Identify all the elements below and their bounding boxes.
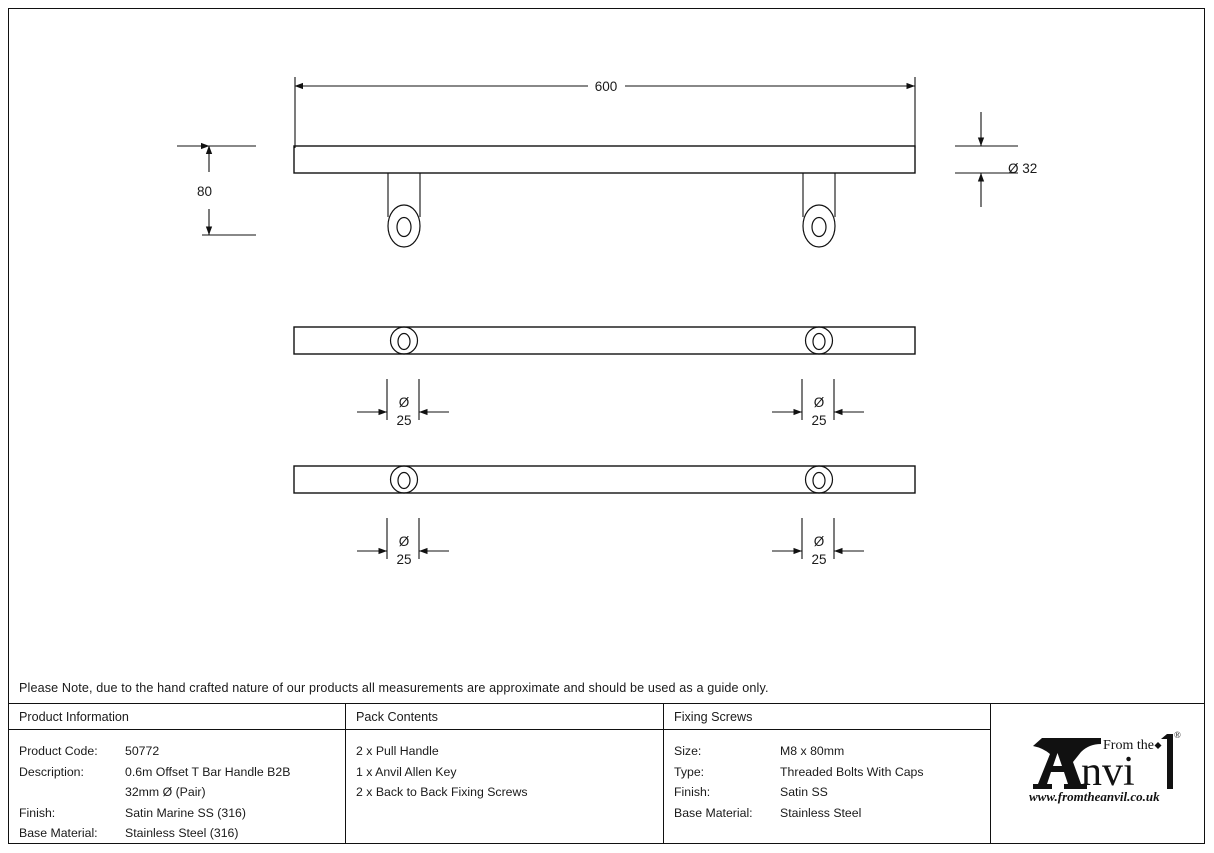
page-border: [8, 8, 1205, 844]
row-key: Finish:: [674, 785, 711, 799]
row-value: 32mm Ø (Pair): [125, 785, 206, 799]
measurement-note-bar: Please Note, due to the hand crafted nat…: [9, 672, 1204, 704]
column-body-fixing-screws: Size: M8 x 80mm Type: Threaded Bolts Wit…: [664, 730, 990, 823]
row-key: Product Code:: [19, 744, 98, 758]
table-column-product-information: Product Information Product Code: 50772 …: [9, 704, 346, 843]
logo-url: www.fromtheanvil.co.uk: [1029, 789, 1160, 804]
row-key: Base Material:: [674, 805, 753, 820]
row-key: Description:: [19, 764, 84, 779]
row-key: Base Material:: [19, 826, 98, 840]
table-row-continuation: 32mm Ø (Pair): [19, 782, 345, 803]
row-key: Type:: [674, 764, 705, 779]
dim-label-rose-symbol-2: Ø: [814, 395, 825, 410]
dim-label-bar-diameter: Ø 32: [1008, 161, 1037, 176]
logo-wordmark: nvi: [1081, 749, 1135, 795]
dim-label-length: 600: [595, 79, 618, 94]
row-value: Stainless Steel (316): [125, 826, 239, 840]
dim-label-rose-symbol-1: Ø: [399, 395, 410, 410]
dim-label-rose-symbol-3: Ø: [399, 534, 410, 549]
column-header-product-information: Product Information: [9, 704, 345, 730]
logo-registered-mark: ®: [1174, 730, 1181, 740]
logo-tagline: From the: [1103, 738, 1154, 753]
dim-label-rose-value-2: 25: [811, 413, 826, 428]
list-item: 2 x Back to Back Fixing Screws: [356, 785, 528, 799]
row-value: M8 x 80mm: [780, 744, 845, 758]
table-row: Product Code: 50772: [19, 741, 345, 762]
dim-label-rose-value-4: 25: [811, 552, 826, 567]
table-column-fixing-screws: Fixing Screws Size: M8 x 80mm Type: Thre…: [664, 704, 991, 843]
measurement-note-text: Please Note, due to the hand crafted nat…: [19, 680, 769, 695]
row-key: Size:: [674, 744, 702, 758]
table-row: Finish: Satin Marine SS (316): [19, 803, 345, 824]
table-row: Size: M8 x 80mm: [674, 741, 990, 762]
list-item: 2 x Pull Handle: [356, 744, 439, 758]
company-logo: From the ® nvi www.fromtheanvil.co.uk: [1015, 722, 1183, 804]
diamond-icon: [1154, 742, 1162, 749]
row-value: Satin SS: [780, 785, 828, 799]
row-value: Threaded Bolts With Caps: [780, 764, 924, 779]
row-key: Finish:: [19, 805, 56, 820]
column-body-product-information: Product Code: 50772 Description: 0.6m Of…: [9, 730, 345, 844]
technical-drawing: 600 80 Ø 32 Ø 25 Ø 25 Ø 25 Ø 25: [177, 77, 1037, 567]
table-row: Finish: Satin SS: [674, 782, 990, 803]
table-column-logo: From the ® nvi www.fromtheanvil.co.uk: [991, 704, 1204, 843]
info-table: Product Information Product Code: 50772 …: [9, 704, 1204, 843]
row-value: 0.6m Offset T Bar Handle B2B: [125, 764, 291, 779]
table-row: Base Material: Stainless Steel: [674, 803, 990, 824]
column-header-pack-contents: Pack Contents: [346, 704, 663, 730]
column-header-fixing-screws: Fixing Screws: [664, 704, 990, 730]
column-body-pack-contents: 2 x Pull Handle 1 x Anvil Allen Key 2 x …: [346, 730, 663, 803]
table-row: Description: 0.6m Offset T Bar Handle B2…: [19, 762, 345, 783]
dim-label-rose-symbol-4: Ø: [814, 534, 825, 549]
dim-label-rose-value-3: 25: [396, 552, 411, 567]
dim-label-rose-value-1: 25: [396, 413, 411, 428]
list-item: 1 x Anvil Allen Key: [356, 764, 457, 779]
table-column-pack-contents: Pack Contents 2 x Pull Handle 1 x Anvil …: [346, 704, 664, 843]
dim-label-height: 80: [197, 184, 212, 199]
row-value: Stainless Steel: [780, 805, 862, 820]
row-value: 50772: [125, 744, 160, 758]
table-row: Base Material: Stainless Steel (316): [19, 823, 345, 844]
table-row: Type: Threaded Bolts With Caps: [674, 762, 990, 783]
row-value: Satin Marine SS (316): [125, 805, 246, 820]
anvil-logo-graphic: From the ® nvi www.fromtheanvil.co.uk: [1029, 730, 1181, 804]
